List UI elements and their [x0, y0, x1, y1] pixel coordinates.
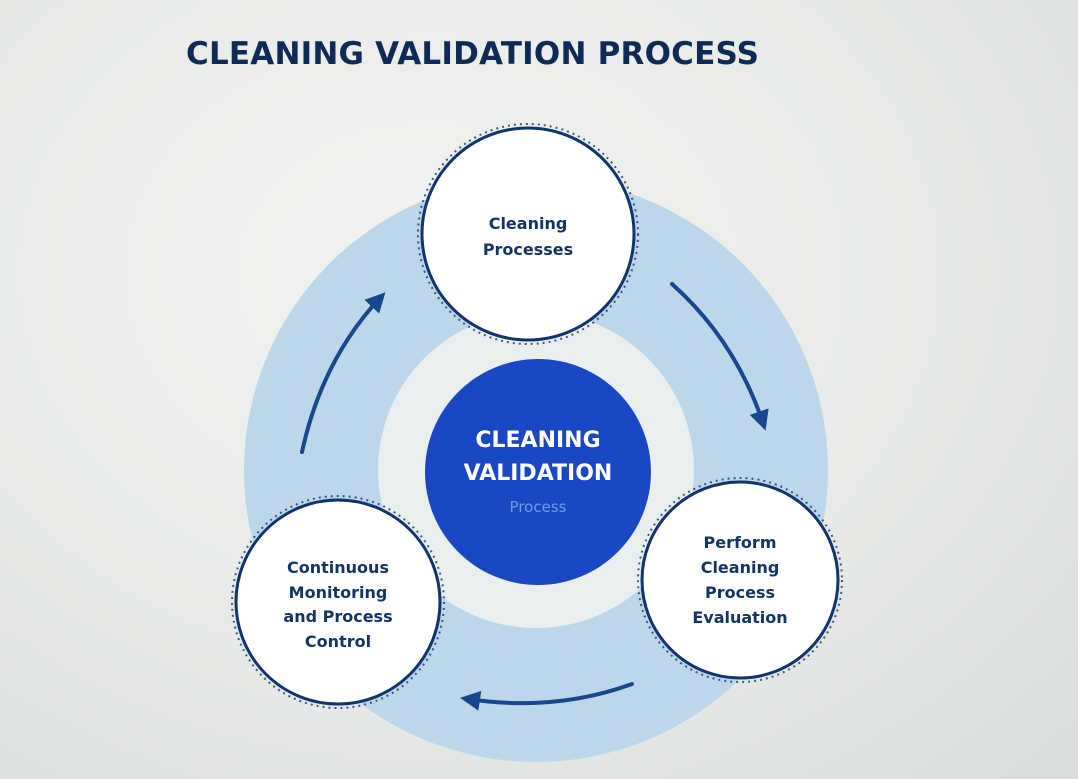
page-title: CLEANING VALIDATION PROCESS: [186, 36, 760, 72]
node-label-line: Continuous: [287, 558, 389, 577]
node-label-line: Process: [705, 583, 775, 602]
node-perform-evaluation: Perform Cleaning Process Evaluation: [637, 477, 843, 683]
node-label-line: and Process: [283, 607, 392, 626]
node-label-line: Perform: [704, 533, 777, 552]
node-label-line: Cleaning: [701, 558, 780, 577]
center-title-line1: CLEANING: [475, 428, 600, 453]
center-title-line2: VALIDATION: [464, 461, 613, 486]
node-cleaning-processes: Cleaning Processes: [417, 123, 639, 345]
center-hub: CLEANING VALIDATION Process: [425, 359, 651, 585]
node-label-line: Monitoring: [289, 583, 388, 602]
arrow-evaluation-to-monitoring: [460, 682, 634, 711]
node-continuous-monitoring: Continuous Monitoring and Process Contro…: [231, 495, 445, 709]
center-subtitle: Process: [510, 498, 567, 516]
node-label-line: Cleaning: [489, 214, 568, 233]
node-label-line: Control: [305, 632, 371, 651]
arrow-monitoring-to-processes: [300, 292, 386, 454]
node-label-line: Evaluation: [692, 608, 787, 627]
arrow-processes-to-evaluation: [670, 282, 769, 431]
node-label-line: Processes: [483, 240, 573, 259]
